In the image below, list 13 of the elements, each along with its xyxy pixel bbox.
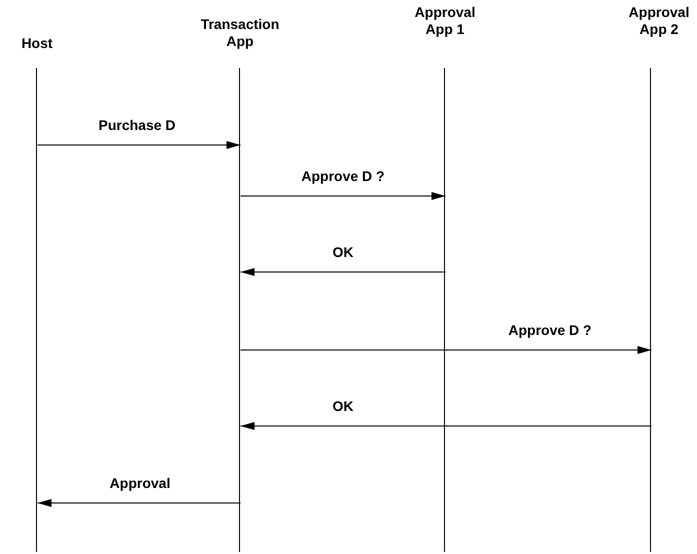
lifeline-header: Approval App 2	[628, 4, 690, 38]
edge-label: Approval	[108, 475, 172, 492]
lifeline-header: Transaction App	[200, 16, 280, 50]
message-arrow	[240, 192, 446, 200]
message-arrow	[37, 141, 241, 149]
lifeline-header: Host	[20, 35, 54, 52]
message-arrow	[240, 268, 446, 276]
message-arrow	[37, 499, 241, 507]
edge-label: Approve D ?	[506, 322, 594, 339]
message-arrow	[240, 422, 652, 430]
edge-label: Approve D ?	[299, 168, 387, 185]
message-arrow	[240, 346, 652, 354]
lifeline-header: Approval App 1	[414, 4, 476, 38]
